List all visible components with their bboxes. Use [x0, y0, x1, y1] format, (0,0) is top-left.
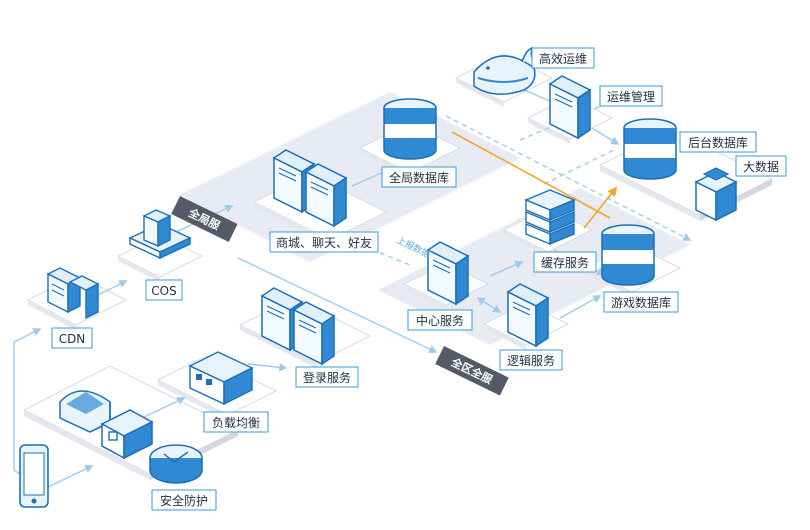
svg-text:COS: COS — [151, 284, 176, 298]
svg-text:运维管理: 运维管理 — [607, 89, 655, 104]
svg-text:高效运维: 高效运维 — [539, 51, 587, 66]
svg-text:全局数据库: 全局数据库 — [389, 170, 449, 185]
report-data-note: 上报数据 — [395, 234, 433, 261]
svg-text:CDN: CDN — [59, 332, 86, 346]
backend-db-icon — [623, 118, 677, 180]
svg-text:逻辑服务: 逻辑服务 — [507, 353, 555, 368]
svg-text:中心服务: 中心服务 — [416, 313, 464, 328]
svg-text:后台数据库: 后台数据库 — [688, 135, 748, 150]
bigdata-icon — [694, 167, 738, 222]
label-load-balance: 负载均衡 — [203, 411, 269, 433]
label-game-db: 游戏数据库 — [603, 291, 679, 313]
load-balancer-icon — [188, 351, 254, 406]
label-security: 安全防护 — [151, 489, 217, 511]
label-login-service: 登录服务 — [295, 366, 359, 388]
label-cache-service: 缓存服务 — [533, 251, 597, 273]
label-center-service: 中心服务 — [407, 309, 473, 331]
label-big-data: 大数据 — [735, 155, 787, 177]
label-global-db: 全局数据库 — [381, 166, 457, 188]
svg-text:安全防护: 安全防护 — [160, 493, 208, 508]
cdn-icon — [46, 267, 100, 320]
shield-icon — [149, 444, 203, 484]
lock-icon — [100, 409, 154, 460]
firewall-icon — [59, 390, 111, 433]
cache-stack-icon — [524, 189, 576, 246]
label-mall-chat: 商城、聊天、好友 — [269, 231, 379, 253]
game-db-icon — [601, 224, 655, 286]
label-backend-db: 后台数据库 — [679, 131, 757, 153]
svg-text:缓存服务: 缓存服务 — [541, 255, 589, 270]
label-logic-service: 逻辑服务 — [499, 349, 563, 371]
svg-text:负载均衡: 负载均衡 — [212, 416, 260, 430]
label-cdn: CDN — [51, 327, 93, 349]
phone-icon — [19, 444, 49, 508]
whale-icon — [473, 46, 536, 95]
label-ops: 高效运维 — [531, 47, 595, 69]
svg-text:登录服务: 登录服务 — [303, 370, 351, 385]
svg-text:大数据: 大数据 — [743, 159, 779, 174]
label-ops-mgmt: 运维管理 — [599, 85, 663, 107]
zone-tag-fullzone: 全区全服 — [435, 346, 509, 396]
cos-icon — [128, 209, 192, 260]
svg-text:游戏数据库: 游戏数据库 — [611, 295, 671, 310]
svg-text:商城、聊天、好友: 商城、聊天、好友 — [276, 235, 372, 250]
label-cos: COS — [145, 279, 183, 301]
global-db-icon — [383, 98, 437, 160]
